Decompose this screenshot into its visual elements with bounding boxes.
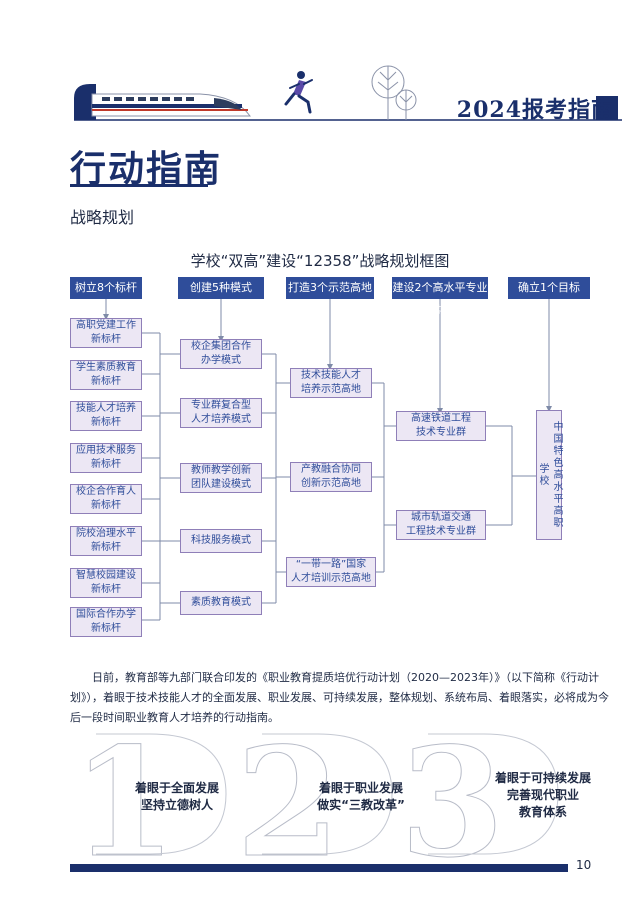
mode-item: 专业群复合型 人才培养模式 xyxy=(180,398,262,428)
page-number: 10 xyxy=(576,858,592,872)
benchmark-item: 学生素质教育 新标杆 xyxy=(70,360,142,390)
benchmark-item: 校企合作育人 新标杆 xyxy=(70,484,142,514)
goal-item: 中国特色高水平高职学校 xyxy=(536,410,562,540)
benchmark-item: 高职党建工作 新标杆 xyxy=(70,318,142,348)
benchmark-item: 技能人才培养 新标杆 xyxy=(70,401,142,431)
mode-item: 教师教学创新 团队建设模式 xyxy=(180,463,262,493)
highland-item: 产教融合协同 创新示范高地 xyxy=(290,462,372,492)
column-header-highlands: 打造3个示范高地 xyxy=(286,277,374,299)
highland-item: 技术技能人才 培养示范高地 xyxy=(290,368,372,398)
mode-item: 素质教育模式 xyxy=(180,591,262,615)
column-header-goal: 确立1个目标 xyxy=(508,277,590,299)
specialty-group-item: 高速铁道工程 技术专业群 xyxy=(396,411,486,441)
goal-number-3: 3 xyxy=(399,715,505,891)
column-header-modes: 创建5种模式 xyxy=(178,277,264,299)
benchmark-item: 应用技术服务 新标杆 xyxy=(70,443,142,473)
goal-text-2: 着眼于职业发展 做实“三教改革” xyxy=(317,781,405,812)
chart-title: 学校“双高”建设“12358”战略规划框图 xyxy=(190,252,450,270)
mode-item: 科技服务模式 xyxy=(180,529,262,553)
benchmark-item: 国际合作办学 新标杆 xyxy=(70,607,142,637)
benchmark-item: 智慧校园建设 新标杆 xyxy=(70,568,142,598)
goal-number-2: 2 xyxy=(235,715,341,891)
goal-text-3: 着眼于可持续发展 完善现代职业 教育体系 xyxy=(494,771,591,819)
header-illustration xyxy=(74,65,622,121)
specialty-group-item: 城市轨道交通 工程技术专业群 xyxy=(396,510,486,540)
column-header-specialty-groups: 建设2个高水平专业群 xyxy=(392,277,488,316)
page-title: 行动指南 xyxy=(70,148,223,190)
tree-icon xyxy=(371,65,417,120)
goal-text-1: 着眼于全面发展 坚持立德树人 xyxy=(134,781,219,812)
header-title: 2024报考指南 xyxy=(456,97,614,123)
mode-item: 校企集团合作 办学模式 xyxy=(180,339,262,369)
chart-connectors xyxy=(103,298,552,621)
runner-icon xyxy=(284,71,313,114)
column-header-benchmarks: 树立8个标杆 xyxy=(70,277,142,299)
title-underline xyxy=(70,184,208,187)
section-title: 战略规划 xyxy=(70,208,135,227)
benchmark-item: 院校治理水平 新标杆 xyxy=(70,526,142,556)
footer-bar xyxy=(70,864,568,872)
goal-outline-shapes xyxy=(96,733,559,855)
intro-paragraph: 日前，教育部等九部门联合印发的《职业教育提质培优行动计划（2020—2023年）… xyxy=(70,671,609,724)
highland-item: “一带一路”国家 人才培训示范高地 xyxy=(286,557,376,587)
